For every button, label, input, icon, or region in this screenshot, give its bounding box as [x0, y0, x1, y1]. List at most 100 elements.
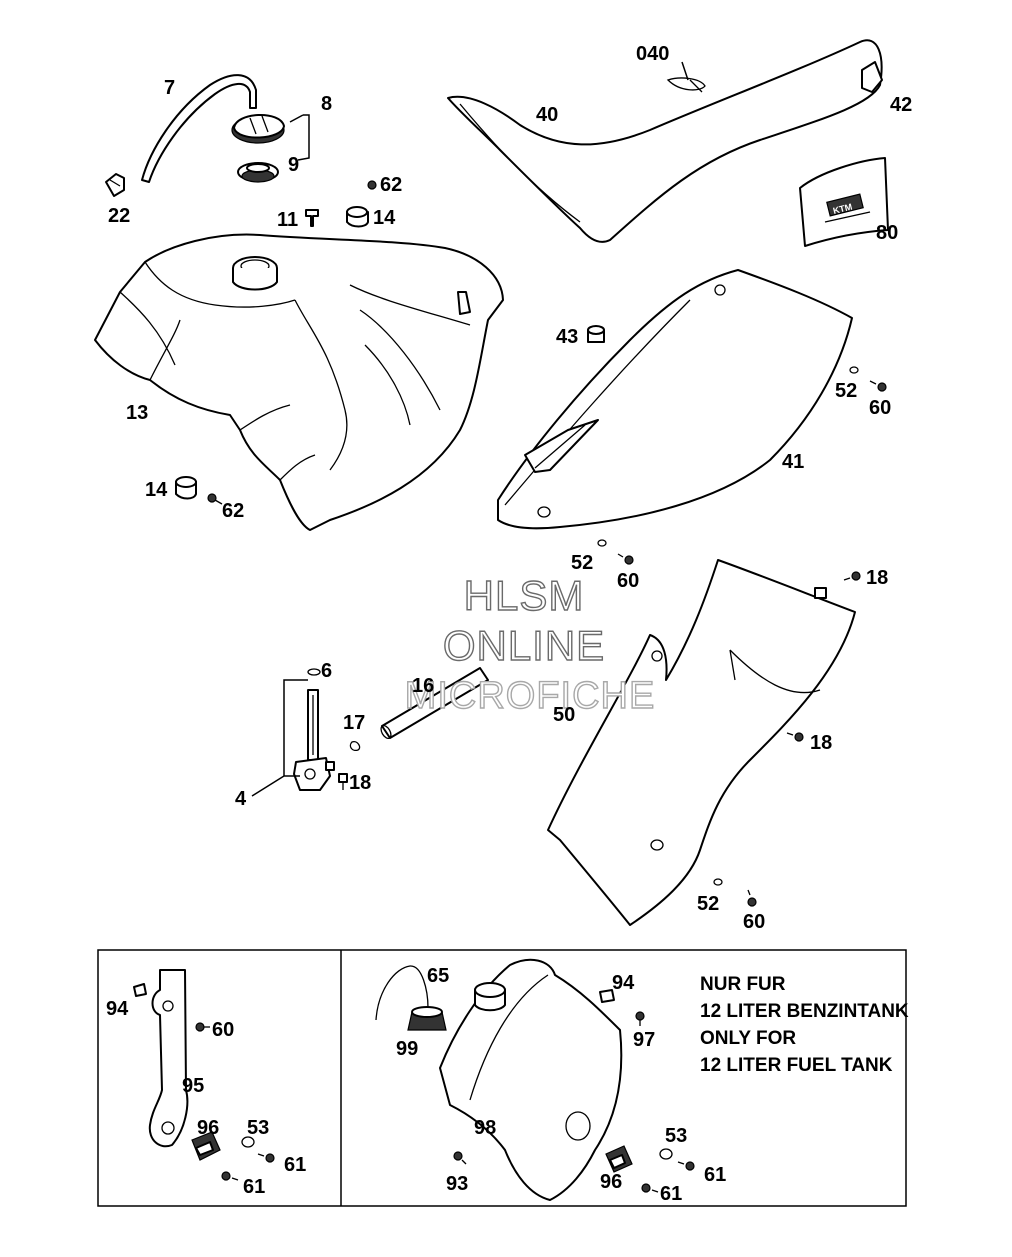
- callout-42: 42: [890, 94, 912, 116]
- bushing-14-bottom: [175, 476, 197, 500]
- fuel-tank-12l: [439, 958, 623, 1201]
- callout-6: 6: [321, 660, 332, 682]
- callout-60-c: 60: [743, 911, 765, 933]
- callout-41: 41: [782, 451, 804, 473]
- callout-9: 9: [288, 154, 299, 176]
- bolt-62-bottom: [207, 493, 223, 505]
- inset-12-liter: NUR FUR 12 LITER BENZINTANK ONLY FOR 12 …: [97, 949, 909, 1207]
- callout-60-b: 60: [617, 570, 639, 592]
- callout-60-d: 60: [212, 1019, 234, 1041]
- callout-53-b: 53: [665, 1125, 687, 1147]
- callout-62-bottom: 62: [222, 500, 244, 522]
- callout-97: 97: [633, 1029, 655, 1051]
- bolt-60-d: [195, 1022, 210, 1032]
- bushing-14-top: [346, 206, 369, 228]
- callout-18-c: 18: [810, 732, 832, 754]
- inset-note-line-3: ONLY FOR: [700, 1028, 796, 1049]
- callout-65: 65: [427, 965, 449, 987]
- callout-040: 040: [636, 43, 669, 65]
- callout-14-bottom: 14: [145, 479, 168, 501]
- bolt-61-d: [641, 1183, 659, 1193]
- callout-11: 11: [277, 209, 298, 231]
- callout-94-a: 94: [106, 998, 129, 1020]
- callout-16: 16: [412, 675, 434, 697]
- inset-note-line-2: 12 LITER BENZINTANK: [700, 1001, 909, 1022]
- callout-52-c: 52: [697, 893, 719, 915]
- callout-61-d: 61: [660, 1183, 682, 1205]
- callout-4: 4: [235, 788, 247, 810]
- grommet-43: [587, 325, 605, 343]
- callout-13: 13: [126, 402, 148, 424]
- watermark-line-2: ONLINE: [443, 622, 605, 669]
- bolt-18-a: [843, 571, 861, 581]
- cap-seal: [237, 162, 279, 183]
- callout-43: 43: [556, 326, 578, 348]
- callout-18-a: 18: [866, 567, 888, 589]
- nut-53-b: [659, 1148, 673, 1160]
- callout-53-a: 53: [247, 1117, 269, 1139]
- cap-99: [407, 1006, 447, 1031]
- callout-18-b: 18: [349, 772, 371, 794]
- callout-61-c: 61: [704, 1164, 726, 1186]
- bolt-60-a: [869, 380, 887, 392]
- bolt-18-c: [786, 732, 804, 742]
- side-panel-right: [547, 559, 856, 926]
- fuel-hose: [380, 667, 489, 740]
- bolt-60-c: [747, 889, 757, 907]
- screw-11: [305, 209, 319, 227]
- watermark: HLSM ONLINE MICROFICHE: [404, 571, 656, 717]
- side-panel-left: [497, 269, 853, 530]
- callout-7: 7: [164, 77, 175, 99]
- screw-93: [453, 1151, 467, 1165]
- callout-14-top: 14: [373, 207, 396, 229]
- bolt-97: [635, 1011, 645, 1026]
- callout-61-a: 61: [284, 1154, 306, 1176]
- callout-96-b: 96: [600, 1171, 622, 1193]
- callout-17: 17: [343, 712, 365, 734]
- washer-52-a: [849, 366, 859, 374]
- callout-8: 8: [321, 93, 332, 115]
- screw-18-b: [338, 773, 348, 790]
- bolt-62-top: [367, 180, 377, 190]
- callout-22: 22: [108, 205, 130, 227]
- callout-95: 95: [182, 1075, 204, 1097]
- grommet-94-b: [599, 989, 615, 1003]
- callout-98: 98: [474, 1117, 496, 1139]
- fuel-cap: [231, 113, 285, 144]
- inset-note-line-4: 12 LITER FUEL TANK: [700, 1055, 893, 1076]
- clip-96-b: [605, 1145, 633, 1173]
- hose-fitting: [105, 173, 125, 197]
- watermark-line-1: HLSM: [464, 572, 585, 619]
- callout-62-top: 62: [380, 174, 402, 196]
- bolt-61-c: [677, 1161, 695, 1171]
- breather-hose: [141, 74, 257, 183]
- callout-80: 80: [876, 222, 898, 244]
- callout-40: 40: [536, 104, 558, 126]
- seat: [447, 39, 883, 243]
- ktm-decal: KTM: [799, 157, 889, 247]
- bolt-61-b: [221, 1171, 239, 1181]
- callout-99: 99: [396, 1038, 418, 1060]
- nut-53-a: [241, 1136, 255, 1148]
- hose-clamp-17: [349, 741, 361, 752]
- callout-50: 50: [553, 704, 575, 726]
- callout-93: 93: [446, 1173, 468, 1195]
- clip-96-a: [191, 1131, 221, 1161]
- hose-65: [375, 965, 429, 1021]
- callout-94-b: 94: [612, 972, 635, 994]
- bolt-61-a: [257, 1153, 275, 1163]
- grommet-94-a: [133, 983, 147, 997]
- decal-logo-text: KTM: [832, 201, 853, 215]
- tank-bracket-95: [148, 969, 189, 1148]
- callout-52-a: 52: [835, 380, 857, 402]
- callout-labels: 7 8 9 22 62 11 14 13 14 62 040 40 42 80 …: [106, 43, 912, 1205]
- o-ring-6: [307, 668, 321, 676]
- callout-60-a: 60: [869, 397, 891, 419]
- inset-note-line-1: NUR FUR: [700, 974, 786, 995]
- callout-96-a: 96: [197, 1117, 219, 1139]
- watermark-line-3: MICROFICHE: [405, 675, 656, 717]
- callout-52-b: 52: [571, 552, 593, 574]
- fuel-tank: [94, 233, 504, 531]
- bolt-60-b: [617, 553, 634, 565]
